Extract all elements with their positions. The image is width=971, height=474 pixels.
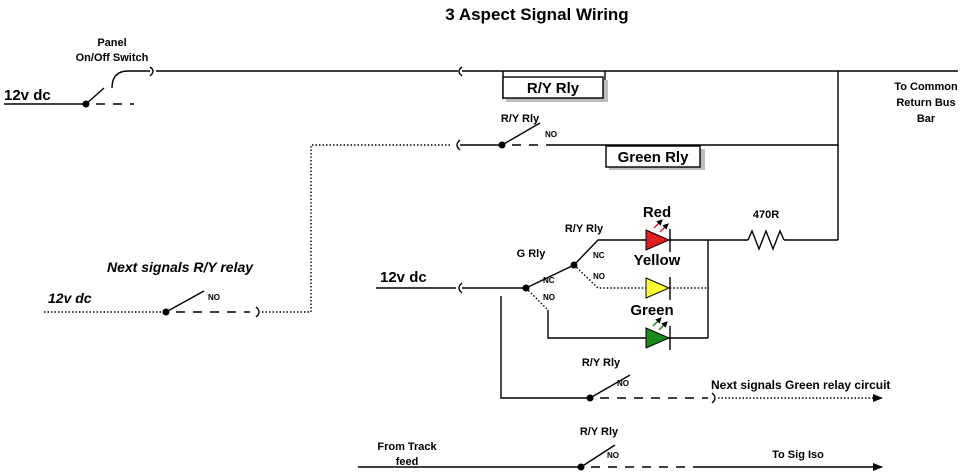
track-feed-circuit: From Track feed R/Y Rly NO To Sig Iso	[358, 426, 883, 471]
panel-switch: Panel On/Off Switch 12v dc	[4, 37, 154, 108]
green-aspect-label: Green	[630, 302, 673, 319]
track-feed-line2: feed	[396, 456, 419, 468]
ry-contact-2-no: NO	[593, 272, 605, 281]
next-green-circuit-label: Next signals Green relay circuit	[711, 378, 890, 392]
g-contact-no: NO	[543, 293, 555, 302]
ry-contact-2-label: R/Y Rly	[565, 223, 604, 235]
diagram-title: 3 Aspect Signal Wiring	[445, 5, 628, 24]
resistor-label: 470R	[753, 209, 779, 221]
ry-contact-3-label: R/Y Rly	[582, 357, 621, 369]
ry-contact-1-no: NO	[545, 130, 557, 139]
next-signals-ry-relay: Next signals R/Y relay 12v dc NO	[44, 259, 311, 318]
supply-label-next: 12v dc	[48, 290, 92, 306]
next-relay-no: NO	[208, 293, 220, 302]
common-return-line1: To Common	[894, 81, 958, 93]
green-relay-box-label: Green Rly	[618, 149, 690, 166]
supply-label-panel: 12v dc	[4, 87, 51, 104]
g-contact-label: G Rly	[517, 248, 547, 260]
g-contact-nc: NC	[543, 276, 555, 285]
green-relay-circuit: R/Y Rly NO Green Rly	[310, 113, 838, 312]
next-green-relay-circuit: R/Y Rly NO Next signals Green relay circ…	[500, 296, 890, 404]
ry-relay-coil: R/Y Rly	[502, 71, 608, 102]
ry-contact-2-nc: NC	[593, 251, 605, 260]
to-sig-iso-label: To Sig Iso	[772, 449, 824, 461]
ry-contact-3-no: NO	[617, 379, 629, 388]
ry-contact-4-label: R/Y Rly	[580, 426, 619, 438]
track-feed-line1: From Track	[377, 441, 437, 453]
red-led-icon	[645, 219, 671, 252]
panel-switch-label-line2: On/Off Switch	[76, 52, 149, 64]
panel-switch-label-line1: Panel	[97, 37, 126, 49]
yellow-aspect-label: Yellow	[634, 252, 681, 269]
red-aspect-label: Red	[643, 204, 671, 221]
ry-contact-1-label: R/Y Rly	[501, 113, 540, 125]
signal-aspect-circuit: 12v dc G Rly NC NO R/Y Rly NC NO 470R	[376, 204, 838, 350]
top-bus: To Common Return Bus Bar	[156, 66, 958, 240]
common-return-line3: Bar	[917, 113, 936, 125]
supply-label-signal: 12v dc	[380, 269, 427, 286]
green-led-icon	[645, 317, 671, 350]
yellow-led-icon	[645, 277, 671, 300]
common-return-line2: Return Bus	[896, 97, 955, 109]
next-signals-relay-label: Next signals R/Y relay	[107, 259, 254, 275]
ry-contact-4-no: NO	[607, 451, 619, 460]
ry-relay-box-label: R/Y Rly	[527, 80, 580, 97]
